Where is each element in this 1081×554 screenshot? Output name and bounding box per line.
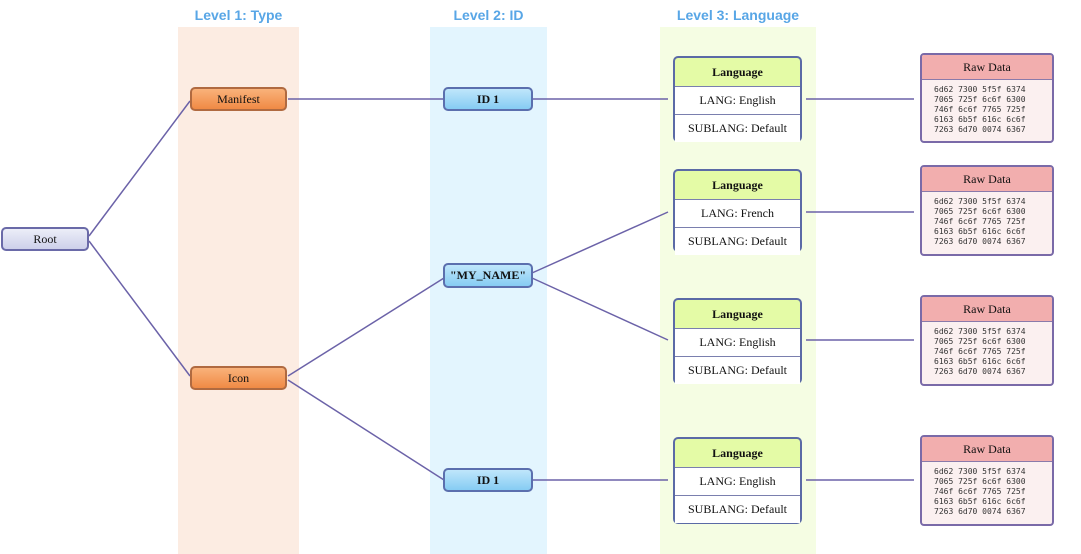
id-node-myname: "MY_NAME" xyxy=(443,263,533,288)
type-node-icon: Icon xyxy=(190,366,287,390)
level2-column xyxy=(430,27,547,554)
id-node-1: ID 1 xyxy=(443,87,533,111)
sublang-field: SUBLANG: Default xyxy=(675,496,800,523)
language-table: Language LANG: French SUBLANG: Default xyxy=(673,169,802,255)
raw-data-box: Raw Data 6d62 7300 5f5f 6374 7065 725f 6… xyxy=(920,53,1054,143)
id-node-1b: ID 1 xyxy=(443,468,533,492)
raw-data-hex: 6d62 7300 5f5f 6374 7065 725f 6c6f 6300 … xyxy=(934,467,1026,516)
lang-field: LANG: English xyxy=(675,329,800,357)
language-header: Language xyxy=(675,439,800,468)
raw-data-box: Raw Data 6d62 7300 5f5f 6374 7065 725f 6… xyxy=(920,295,1054,386)
sublang-field: SUBLANG: Default xyxy=(675,357,800,384)
edge-root-manifest xyxy=(88,100,191,237)
edge-icon-id1 xyxy=(287,379,445,481)
raw-data-box: Raw Data 6d62 7300 5f5f 6374 7065 725f 6… xyxy=(920,165,1054,256)
level2-title: Level 2: ID xyxy=(453,7,524,23)
raw-data-hex: 6d62 7300 5f5f 6374 7065 725f 6c6f 6300 … xyxy=(934,327,1026,376)
language-table: Language LANG: English SUBLANG: Default xyxy=(673,437,802,524)
raw-data-header: Raw Data xyxy=(922,297,1052,322)
raw-data-hex: 6d62 7300 5f5f 6374 7065 725f 6c6f 6300 … xyxy=(934,85,1026,134)
raw-data-header: Raw Data xyxy=(922,55,1052,80)
sublang-field: SUBLANG: Default xyxy=(675,228,800,255)
lang-field: LANG: English xyxy=(675,468,800,496)
lang-field: LANG: English xyxy=(675,87,800,115)
edge-root-icon xyxy=(88,240,191,377)
lang-field: LANG: French xyxy=(675,200,800,228)
edge-myname-lang2 xyxy=(531,211,669,274)
language-header: Language xyxy=(675,58,800,87)
language-table: Language LANG: English SUBLANG: Default xyxy=(673,298,802,384)
raw-data-box: Raw Data 6d62 7300 5f5f 6374 7065 725f 6… xyxy=(920,435,1054,526)
raw-data-header: Raw Data xyxy=(922,437,1052,462)
sublang-field: SUBLANG: Default xyxy=(675,115,800,142)
edge-myname-lang3 xyxy=(531,277,669,341)
edge-icon-myname xyxy=(287,277,445,377)
language-header: Language xyxy=(675,171,800,200)
type-node-manifest: Manifest xyxy=(190,87,287,111)
level1-title: Level 1: Type xyxy=(194,7,283,23)
level3-title: Level 3: Language xyxy=(676,7,800,23)
language-header: Language xyxy=(675,300,800,329)
language-table: Language LANG: English SUBLANG: Default xyxy=(673,56,802,142)
raw-data-hex: 6d62 7300 5f5f 6374 7065 725f 6c6f 6300 … xyxy=(934,197,1026,246)
root-node: Root xyxy=(1,227,89,251)
level1-column xyxy=(178,27,299,554)
raw-data-header: Raw Data xyxy=(922,167,1052,192)
